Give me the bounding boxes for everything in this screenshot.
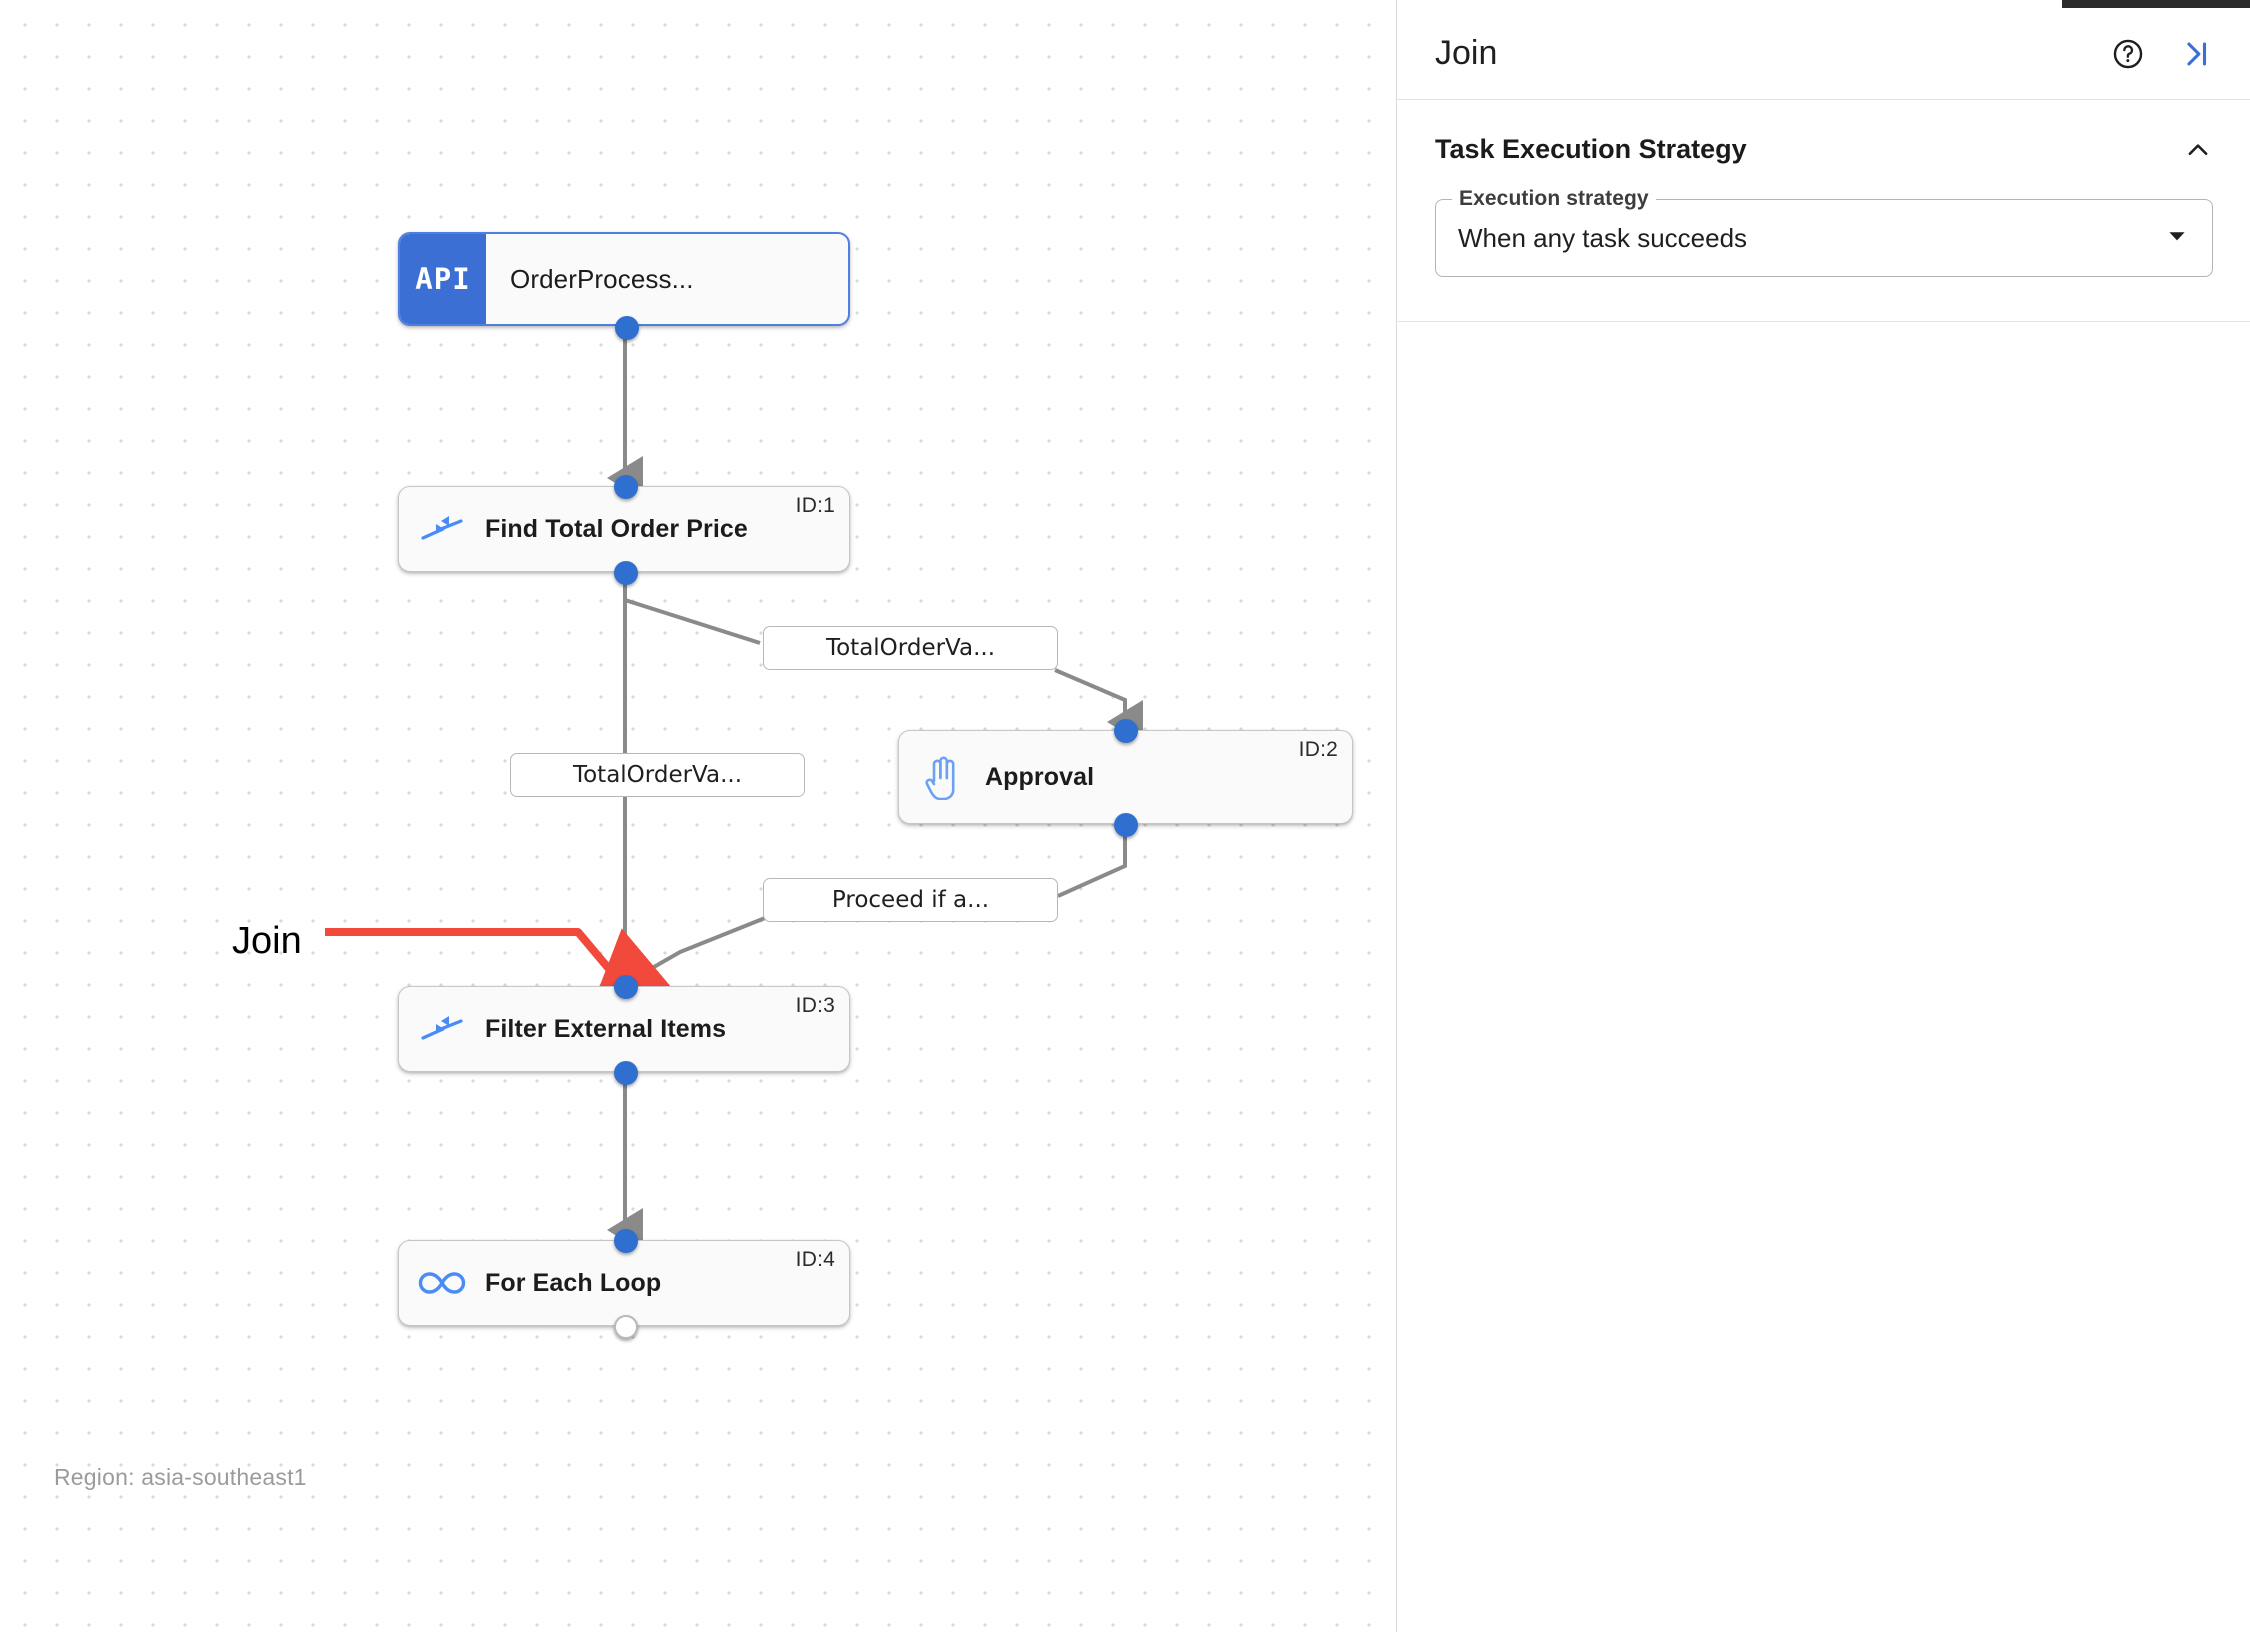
- execution-strategy-select[interactable]: Execution strategy When any task succeed…: [1435, 187, 2213, 277]
- node-input-port[interactable]: [1114, 719, 1138, 743]
- annotation-join-label: Join: [232, 920, 302, 962]
- region-label: Region: asia-southeast1: [54, 1464, 307, 1490]
- node-output-port[interactable]: [614, 1315, 638, 1339]
- node-input-port[interactable]: [614, 475, 638, 499]
- node-title: Approval: [985, 762, 1095, 791]
- panel-title: Join: [1435, 34, 1498, 72]
- api-badge-icon: API: [400, 234, 486, 324]
- execution-strategy-label: Execution strategy: [1452, 187, 1656, 211]
- node-id-label: ID:2: [1298, 738, 1338, 761]
- node-title: OrderProcess...: [510, 263, 694, 294]
- node-title: For Each Loop: [485, 1268, 662, 1297]
- properties-panel: Join Task Execu: [1396, 0, 2250, 1632]
- edge-label-direct[interactable]: TotalOrderVa...: [510, 753, 805, 797]
- node-output-port[interactable]: [1114, 813, 1138, 837]
- node-id-label: ID:4: [795, 1248, 835, 1271]
- collapse-right-icon[interactable]: [2179, 37, 2213, 71]
- chevron-down-icon[interactable]: [2164, 223, 2190, 254]
- workflow-canvas[interactable]: API OrderProcess... Find Total Order Pri…: [0, 0, 1396, 1632]
- node-for-each-loop[interactable]: For Each Loop ID:4: [398, 1229, 850, 1339]
- chevron-up-icon[interactable]: [2183, 135, 2213, 165]
- top-strip: [2062, 0, 2250, 8]
- help-circle-icon[interactable]: [2111, 37, 2145, 71]
- node-find-total-order-price[interactable]: Find Total Order Price ID:1: [398, 475, 850, 585]
- node-filter-external-items[interactable]: Filter External Items ID:3: [398, 975, 850, 1085]
- node-output-port[interactable]: [615, 316, 639, 340]
- node-join-input-port[interactable]: [614, 975, 638, 999]
- node-approval[interactable]: Approval ID:2: [898, 719, 1353, 837]
- node-title: Find Total Order Price: [485, 514, 748, 543]
- edge-label-to-approval[interactable]: TotalOrderVa...: [763, 626, 1058, 670]
- hand-icon: [899, 754, 985, 800]
- node-order-process[interactable]: API OrderProcess...: [398, 232, 850, 340]
- node-id-label: ID:3: [795, 994, 835, 1017]
- section-title: Task Execution Strategy: [1435, 134, 1747, 164]
- section-task-execution-strategy: Task Execution Strategy Execution strate…: [1397, 100, 2250, 322]
- node-output-port[interactable]: [614, 1061, 638, 1085]
- merge-arrows-icon: [399, 512, 485, 546]
- node-id-label: ID:1: [795, 494, 835, 517]
- execution-strategy-value: When any task succeeds: [1458, 222, 1748, 253]
- node-input-port[interactable]: [614, 1229, 638, 1253]
- panel-header: Join: [1397, 8, 2250, 100]
- section-header[interactable]: Task Execution Strategy: [1435, 134, 2213, 165]
- node-title: Filter External Items: [485, 1014, 727, 1043]
- infinity-icon: [399, 1268, 485, 1298]
- merge-arrows-icon: [399, 1012, 485, 1046]
- edge-label-proceed[interactable]: Proceed if a...: [763, 878, 1058, 922]
- node-output-port[interactable]: [614, 561, 638, 585]
